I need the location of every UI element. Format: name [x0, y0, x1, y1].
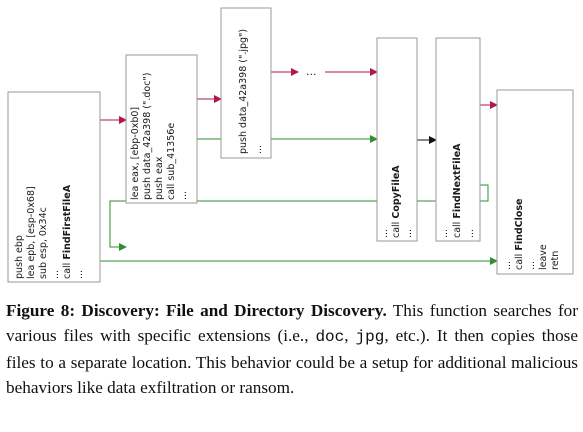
block-copy-file: ... call CopyFileA ... — [376, 37, 418, 242]
caption-ext-doc: doc — [315, 328, 345, 346]
b4-line-1: call CopyFileA — [391, 165, 402, 238]
b1-line-1: lea epb, [esp-0x68] — [26, 186, 37, 279]
block-find-close: ... call FindClose ... leave retn — [496, 89, 574, 275]
block-jpg-extension: push data_42a398 (".jpg") ... — [220, 7, 272, 159]
caption-text-1: This function searches for various files… — [6, 301, 578, 345]
b1-call-name: FindFirstFileA — [62, 184, 73, 259]
b4-line-2: ... — [403, 229, 414, 238]
b6-line-3: leave — [538, 244, 549, 270]
figure-caption: Figure 8: Discovery: File and Directory … — [6, 298, 578, 400]
b1-line-4: call FindFirstFileA — [62, 184, 73, 279]
b1-line-0: push ebp — [14, 235, 25, 279]
b2-line-4: ... — [178, 191, 189, 200]
b5-line-1: call FindNextFileA — [452, 143, 463, 238]
block-doc-extension: lea eax, [ebp-0xb0] push data_42a398 (".… — [125, 54, 198, 204]
b5-line-0: ... — [439, 229, 450, 238]
caption-text-3: , etc.). It then copies those files to a… — [6, 326, 578, 397]
b5-line-2: ... — [465, 229, 476, 238]
caption-title: Figure 8: Discovery: File and Directory … — [6, 301, 387, 320]
b6-line-1: call FindClose — [514, 198, 525, 270]
control-flow-graph: ... push ebp lea epb, [esp-0x68] sub esp… — [7, 7, 574, 283]
b6-line-4: retn — [550, 251, 561, 270]
b5-call-name: FindNextFileA — [452, 143, 463, 219]
b6-call-name: FindClose — [514, 198, 525, 250]
b1-line-5: ... — [74, 270, 85, 279]
continuation-ellipsis: ... — [306, 65, 317, 78]
b2-line-0: lea eax, [ebp-0xb0] — [130, 107, 141, 200]
edge-b5-loop-to-b2 — [109, 184, 489, 251]
b4-line-0: ... — [379, 229, 390, 238]
b2-line-1: push data_42a398 (".doc") — [142, 73, 153, 201]
b2-line-3: call sub_41356e — [166, 123, 177, 200]
block-find-next-file: ... call FindNextFileA ... — [435, 37, 481, 242]
block-find-first-file: push ebp lea epb, [esp-0x68] sub esp, 0x… — [7, 91, 101, 283]
b3-line-1: ... — [253, 145, 264, 154]
b2-line-2: push eax — [154, 156, 165, 200]
b6-line-0: ... — [502, 261, 513, 270]
b3-line-0: push data_42a398 (".jpg") — [238, 29, 249, 154]
caption-text-2: , — [344, 326, 356, 345]
b1-line-3: ... — [50, 270, 61, 279]
b4-call-name: CopyFileA — [391, 165, 402, 219]
b1-line-2: sub esp, 0x34c — [38, 207, 49, 279]
b6-line-2: ... — [526, 261, 537, 270]
caption-ext-jpg: jpg — [355, 328, 385, 346]
